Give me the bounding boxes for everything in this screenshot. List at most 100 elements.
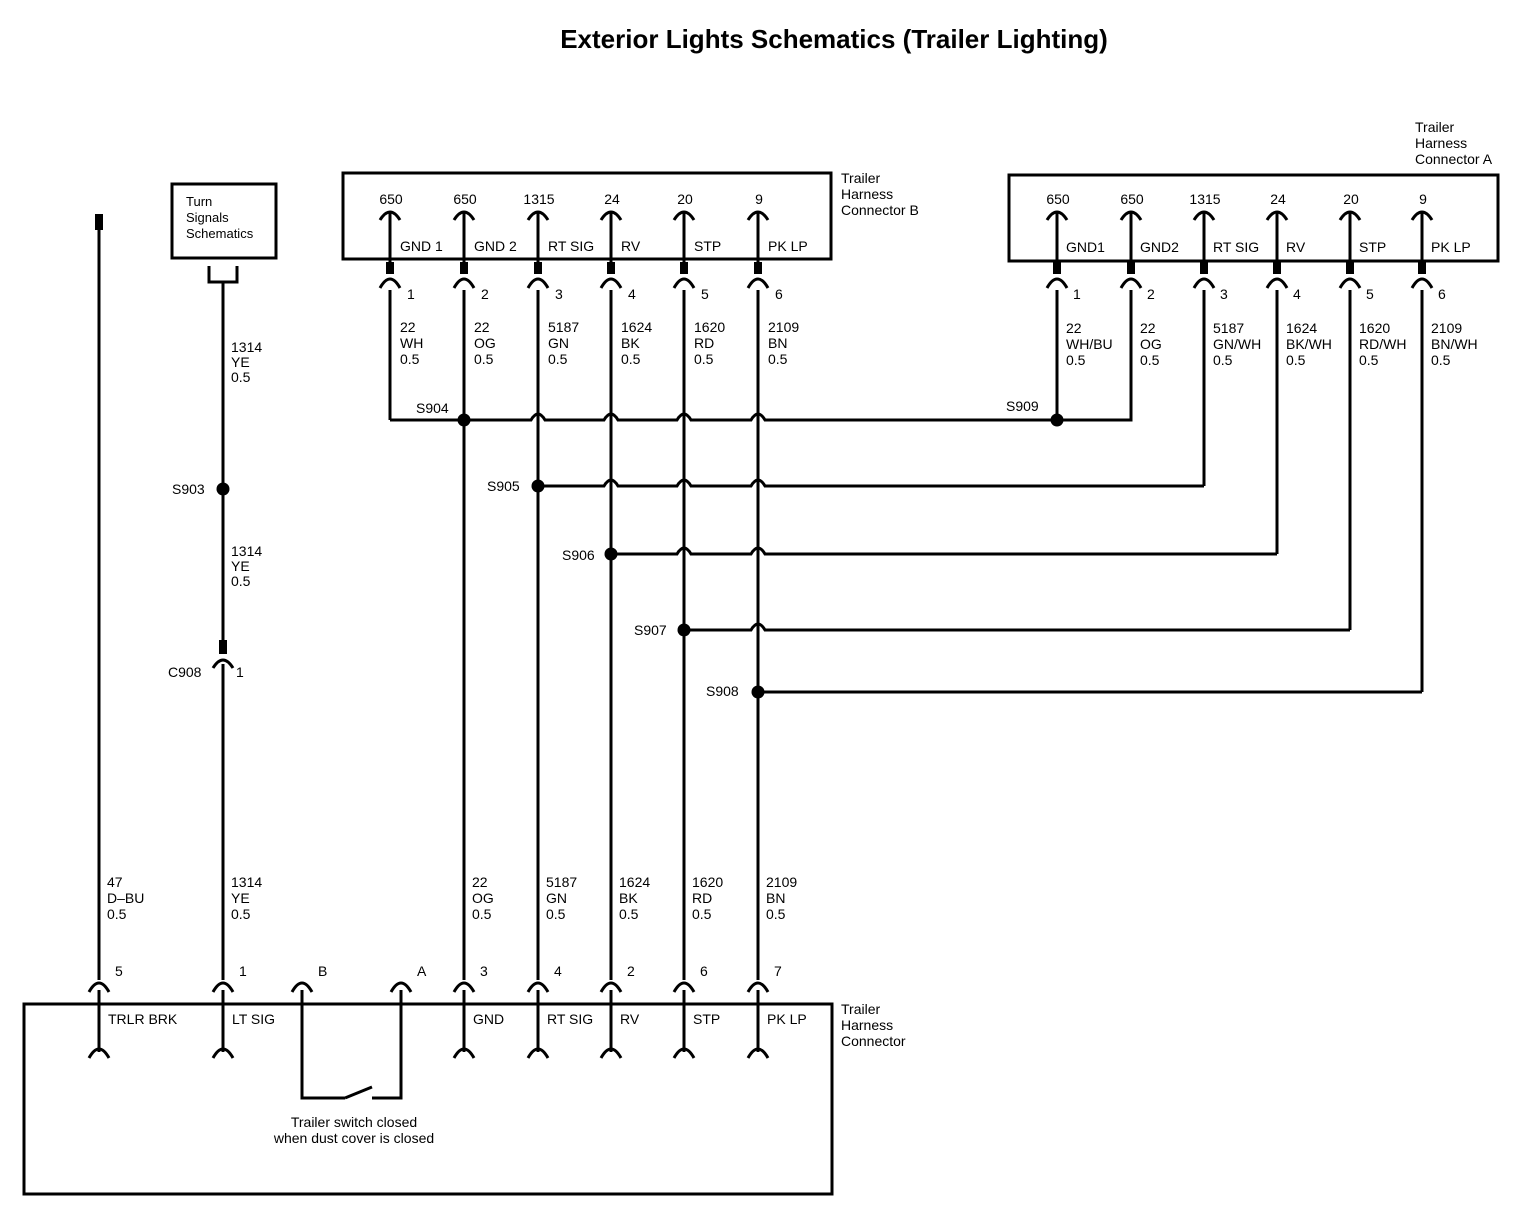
connector-a-terminal-4 (1273, 262, 1281, 274)
bottom-pin-number-3: 3 (480, 963, 488, 979)
connector-b-pin-2: 2 (481, 286, 489, 302)
connector-a-pin-4: 4 (1293, 286, 1301, 302)
splice-dot-s907 (677, 623, 691, 637)
connector-a-wire-2-line-3: 0.5 (1140, 352, 1160, 368)
turn-signals-label-line-3: Schematics (186, 226, 254, 241)
bottom-wire-7-line-1: 2109 (766, 874, 797, 890)
bottom-connector-label-line-2: Harness (841, 1017, 893, 1033)
connector-a-circuit-4: 24 (1270, 191, 1286, 207)
bottom-wire-4-line-3: 0.5 (546, 906, 566, 922)
connector-b-function-4: RV (621, 238, 641, 254)
connector-a-label-line-3: Connector A (1415, 151, 1493, 167)
connector-b-label-line-1: Trailer (841, 170, 880, 186)
connector-b-pin-cup-5 (672, 277, 696, 289)
connector-a: Trailer Harness Connector A 650GND1122WH… (1007, 119, 1500, 368)
connector-b-wire-2-line-2: OG (474, 335, 496, 351)
bottom-wire-1-line-3: 0.5 (231, 906, 251, 922)
bottom-wire-5-line-3: 0.5 (107, 906, 127, 922)
connector-b-label-line-3: Connector B (841, 202, 919, 218)
bottom-pin-bottom-cup-1 (211, 1047, 235, 1059)
lt-sig-middle-circuit: 1314 (231, 543, 262, 559)
connector-b-wire-6-line-1: 2109 (768, 319, 799, 335)
connector-b-circuit-5: 20 (677, 191, 693, 207)
bottom-wire-7-line-3: 0.5 (766, 906, 786, 922)
connector-a-function-5: STP (1359, 239, 1386, 255)
connector-a-terminal-5 (1346, 262, 1354, 274)
bottom-connector-label-line-3: Connector (841, 1033, 906, 1049)
bottom-pin-number-6: 6 (700, 963, 708, 979)
connector-b-pin-cup-4 (599, 277, 623, 289)
splice-dot-s904 (457, 413, 471, 427)
connector-a-wire-4-line-1: 1624 (1286, 320, 1317, 336)
connector-b-wire-3-line-2: GN (548, 335, 569, 351)
connector-b-wire-2-line-1: 22 (474, 319, 490, 335)
connector-a-pin-3: 3 (1220, 286, 1228, 302)
lt-sig-upper-circuit: 1314 (231, 339, 262, 355)
connector-a-wire-1-line-2: WH/BU (1066, 336, 1113, 352)
splice-label-s905: S905 (487, 478, 520, 494)
lt-sig-upper-size: 0.5 (231, 369, 251, 385)
connector-a-wire-6-line-1: 2109 (1431, 320, 1462, 336)
s907-line (684, 622, 1350, 632)
connector-b-wire-2-line-3: 0.5 (474, 351, 494, 367)
bottom-wire-4-line-2: GN (546, 890, 567, 906)
splice-label-s906: S906 (562, 547, 595, 563)
splice-dot-s906 (604, 547, 618, 561)
connector-a-function-6: PK LP (1431, 239, 1471, 255)
connector-b-wire-6-line-3: 0.5 (768, 351, 788, 367)
splice-label-s904: S904 (416, 400, 449, 416)
connector-a-wire-1-line-3: 0.5 (1066, 352, 1086, 368)
c908-pin-label: 1 (236, 664, 244, 680)
bottom-connector-label-line-1: Trailer (841, 1001, 880, 1017)
bottom-wire-7-line-2: BN (766, 890, 785, 906)
splice-label-s903: S903 (172, 481, 205, 497)
connector-a-pin-6: 6 (1438, 286, 1446, 302)
connector-a-circuit-5: 20 (1343, 191, 1359, 207)
bottom-pin-top-cup-1 (211, 981, 235, 993)
bottom-wire-1-line-2: YE (231, 890, 250, 906)
connector-a-circuit-6: 9 (1419, 191, 1427, 207)
ground-bus-line (390, 412, 1057, 422)
connector-b-wire-1-line-3: 0.5 (400, 351, 420, 367)
connector-b-wire-4-line-3: 0.5 (621, 351, 641, 367)
bottom-pin-function-2: RV (620, 1011, 640, 1027)
connector-b-pin-3: 3 (555, 286, 563, 302)
connector-a-pin-cup-5 (1338, 277, 1362, 289)
turn-signals-label-line-2: Signals (186, 210, 229, 225)
connector-a-pin-cup-4 (1265, 277, 1289, 289)
bottom-pin-function-5: TRLR BRK (108, 1011, 178, 1027)
bottom-wire-6-line-3: 0.5 (692, 906, 712, 922)
bottom-wire-5-line-2: D–BU (107, 890, 144, 906)
connector-a-pin-cup-6 (1410, 277, 1434, 289)
connector-a-wire-6-line-3: 0.5 (1431, 352, 1451, 368)
lt-sig-middle-color: YE (231, 558, 250, 574)
connector-b-circuit-1: 650 (379, 191, 403, 207)
connector-a-wire-5-line-1: 1620 (1359, 320, 1390, 336)
bottom-wire-6-line-2: RD (692, 890, 712, 906)
connector-a-circuit-2: 650 (1120, 191, 1144, 207)
switch-note-line-1: Trailer switch closed (291, 1114, 417, 1130)
bottom-pin-function-4: RT SIG (547, 1011, 593, 1027)
bottom-pin-bottom-cup-5 (87, 1047, 111, 1059)
connector-b-pin-cup-3 (526, 277, 550, 289)
connector-a-function-1: GND1 (1066, 239, 1105, 255)
s905-line (538, 478, 1204, 488)
connector-a-function-3: RT SIG (1213, 239, 1259, 255)
bottom-pin-number-A: A (417, 963, 427, 979)
lt-sig-upper-labels: 1314 YE 0.5 1314 YE 0.5 (231, 339, 262, 589)
connector-a-circuit-3: 1315 (1189, 191, 1220, 207)
connector-b-wire-6-line-2: BN (768, 335, 787, 351)
connector-a-function-4: RV (1286, 239, 1306, 255)
bottom-pin-bottom-cup-4 (526, 1047, 550, 1059)
connector-a-wire-1-line-1: 22 (1066, 320, 1082, 336)
connector-b-wire-4-line-2: BK (621, 335, 640, 351)
connector-a-pin-5: 5 (1366, 286, 1374, 302)
connector-a-wire-6-line-2: BN/WH (1431, 336, 1478, 352)
connector-a-wire-5-line-3: 0.5 (1359, 352, 1379, 368)
connector-b-pin-cup-6 (746, 277, 770, 289)
connector-b-function-2: GND 2 (474, 238, 517, 254)
connector-b-wire-3-line-1: 5187 (548, 319, 579, 335)
bottom-pin-bottom-cup-3 (452, 1047, 476, 1059)
